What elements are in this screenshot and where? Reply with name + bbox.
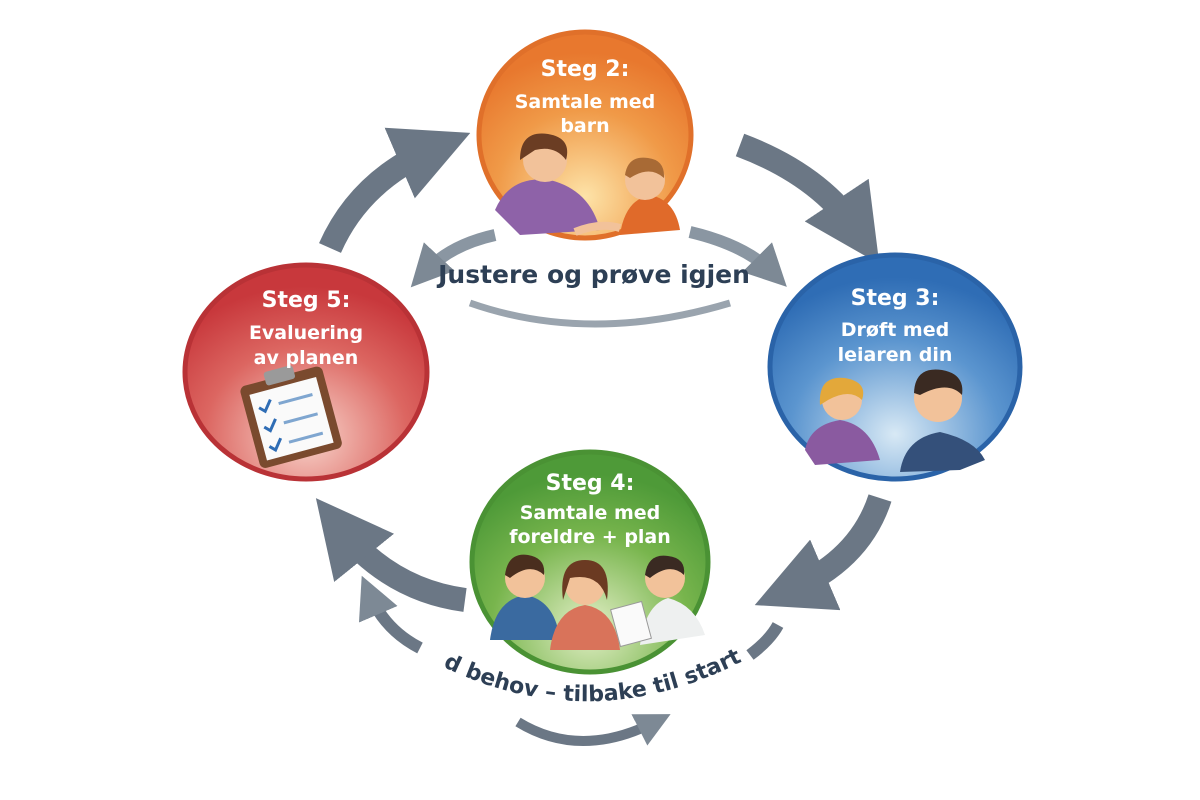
adjust-arrow-right xyxy=(688,226,787,287)
restart-arrow-left xyxy=(358,575,423,654)
step-2-line1: Samtale med xyxy=(515,91,656,113)
arrow-step5-to-step2 xyxy=(319,127,471,254)
step-4-title: Steg 4: xyxy=(546,471,635,496)
step-4-line1: Samtale med xyxy=(520,502,661,524)
adjust-loop-label: Justere og prøve igjen xyxy=(436,260,750,289)
step-4-line2: foreldre + plan xyxy=(509,526,671,548)
step-3-title: Steg 3: xyxy=(851,286,940,311)
restart-arrow-bottom xyxy=(515,714,671,746)
arrow-step3-to-step4 xyxy=(754,494,892,611)
colleagues-illustration xyxy=(805,369,985,472)
step-4-node: Steg 4: Samtale med foreldre + plan xyxy=(469,449,711,675)
step-3-node: Steg 3: Drøft med leiaren din xyxy=(767,252,1023,482)
parents-meeting-illustration xyxy=(490,554,705,650)
step-3-line2: leiaren din xyxy=(838,344,953,366)
step-2-title: Steg 2: xyxy=(541,57,630,82)
step-3-line1: Drøft med xyxy=(841,319,949,341)
adult-child-illustration xyxy=(495,133,680,236)
adjust-underline-arc xyxy=(468,299,732,328)
arrow-step2-to-step3 xyxy=(735,133,880,264)
clipboard-checklist-icon xyxy=(240,365,342,468)
step-5-line2: av planen xyxy=(254,347,359,369)
arrow-step4-to-step5 xyxy=(315,498,467,612)
restart-arrow-right xyxy=(746,622,784,660)
step-5-title: Steg 5: xyxy=(262,288,351,313)
step-2-node: Steg 2: Samtale med barn xyxy=(476,29,694,241)
step-2-line2: barn xyxy=(560,115,609,137)
step-5-node: Steg 5: Evaluering av planen xyxy=(182,262,430,482)
adjust-arrow-left xyxy=(410,229,497,288)
step-5-line1: Evaluering xyxy=(249,322,363,344)
